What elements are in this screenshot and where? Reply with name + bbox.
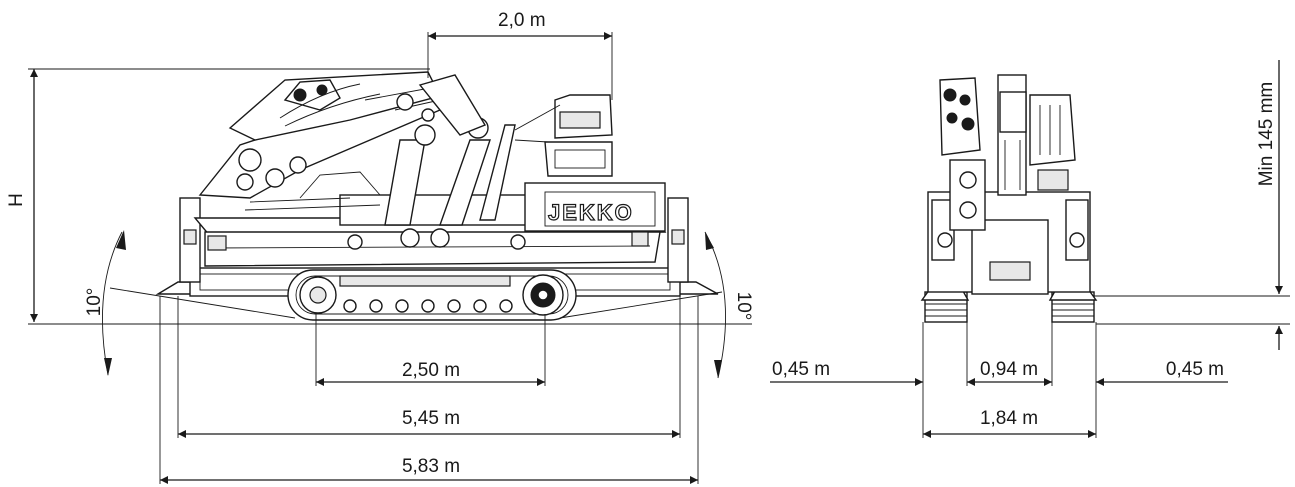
height-label: H (6, 193, 27, 207)
brand-logo: JEKKO (548, 200, 634, 225)
slope-left-label: 10° (84, 288, 105, 317)
outrigger-inner-label: 5,45 m (402, 408, 460, 429)
side-right-label: 0,45 m (1166, 359, 1224, 380)
crane-front-view (920, 74, 1098, 323)
overall-width-label: 1,84 m (980, 408, 1038, 429)
outrigger-outer-label: 5,83 m (402, 456, 460, 477)
track-length-label: 2,50 m (402, 360, 460, 381)
crane-side-view: JEKKO (155, 71, 719, 321)
track-gap-label: 0,94 m (980, 359, 1038, 380)
ground-clearance-label: Min 145 mm (1256, 82, 1277, 187)
boom-offset-label: 2,0 m (498, 10, 546, 31)
side-left-label: 0,45 m (772, 359, 830, 380)
dimension-lines (28, 32, 1290, 484)
slope-right-label: 10° (733, 292, 754, 321)
